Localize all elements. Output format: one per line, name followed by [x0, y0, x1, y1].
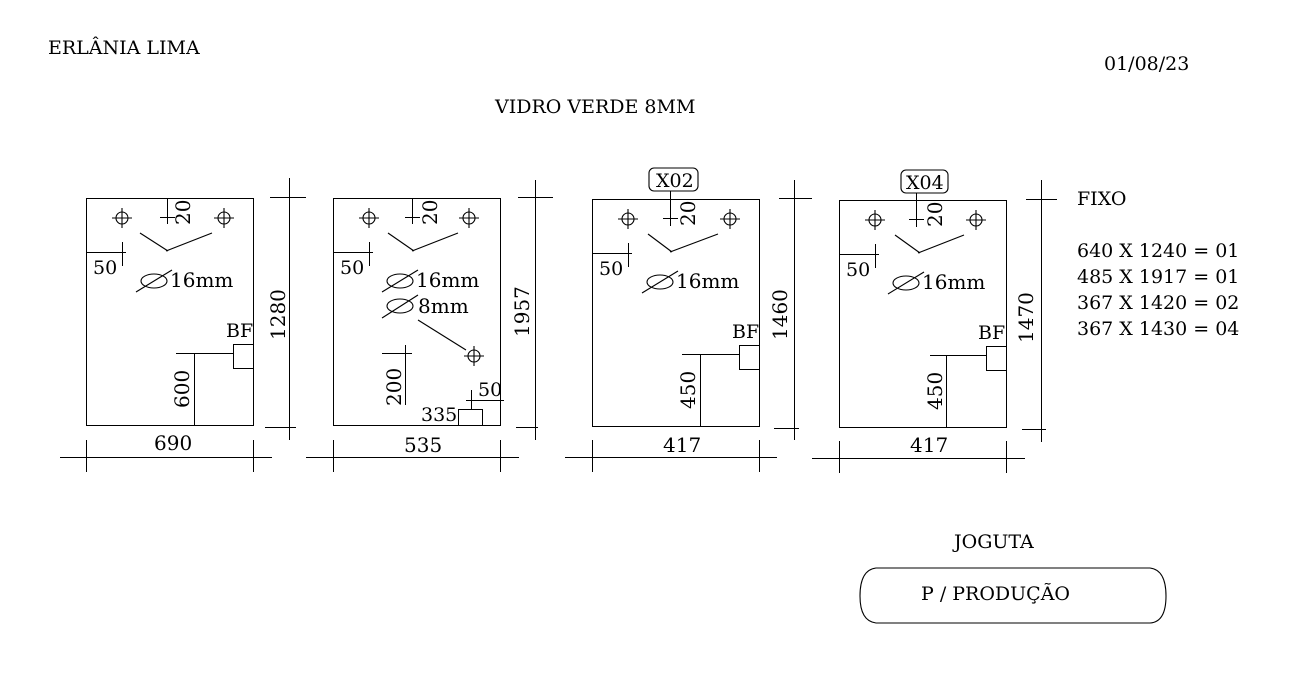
lock-height-label: 450 [676, 371, 700, 409]
hole-icon [214, 208, 234, 228]
date-label: 01/08/23 [1104, 53, 1189, 75]
fixed-list-item: 640 X 1240 = 01 [1077, 240, 1239, 262]
hole-diameter-label: 16mm [676, 269, 739, 293]
hole-icon [112, 208, 132, 228]
hole-spacing-label: 20 [923, 202, 947, 227]
lock-label: BF [978, 322, 1005, 344]
hole-spacing-label: 20 [418, 200, 442, 225]
fixed-list-item: 485 X 1917 = 01 [1077, 266, 1239, 288]
lock-label: BF [226, 320, 253, 342]
tag-badge [900, 169, 949, 194]
hole-icon [720, 209, 740, 229]
client-name: ERLÂNIA LIMA [48, 36, 200, 59]
small-hole-diameter-label: 8mm [418, 294, 469, 318]
hole-spacing-label: 20 [676, 201, 700, 226]
lock-height-label: 600 [170, 370, 194, 408]
tag-badge [648, 167, 699, 192]
width-dimension-label: 417 [910, 433, 948, 457]
hole-diameter-label: 16mm [170, 268, 233, 292]
edge-offset-label: 50 [846, 259, 870, 281]
lock-height-label: 200 [382, 368, 406, 406]
glass-panel-2: 20 50 16mm 8mm 200 50 335 1957 535 [306, 180, 553, 472]
height-dimension-label: 1460 [768, 289, 792, 340]
height-dimension-label: 1280 [266, 289, 290, 340]
glass-panel-3: X02 20 50 16mm BF 450 1460 417 [565, 167, 812, 472]
lock-height-label: 450 [923, 372, 947, 410]
hole-icon [359, 208, 379, 228]
hole-icon [464, 346, 484, 366]
height-dimension-label: 1957 [510, 286, 534, 337]
hole-icon [618, 209, 638, 229]
height-dimension-label: 1470 [1014, 292, 1038, 343]
production-button[interactable]: P / PRODUÇÃO [859, 567, 1167, 624]
edge-offset-label: 50 [340, 257, 364, 279]
edge-offset-label: 50 [93, 257, 117, 279]
production-button-label: P / PRODUÇÃO [921, 583, 1070, 605]
width-dimension-label: 535 [404, 433, 442, 457]
hole-spacing-label: 20 [171, 200, 195, 225]
hole-icon [966, 210, 986, 230]
hole-diameter-label: 16mm [416, 268, 479, 292]
glass-panel-1: 20 50 16mm BF 600 1280 690 [60, 178, 306, 472]
width-dimension-label: 417 [663, 433, 701, 457]
hole-icon [459, 208, 479, 228]
fixed-panels-list: FIXO 640 X 1240 = 01 485 X 1917 = 01 367… [1077, 188, 1239, 340]
fixed-list-title: FIXO [1077, 188, 1126, 210]
hole-diameter-label: 16mm [922, 270, 985, 294]
bottom-width-label: 335 [421, 404, 457, 426]
footer-label: JOGUTA [952, 531, 1034, 553]
material-title: VIDRO VERDE 8MM [494, 96, 695, 118]
bottom-offset-label: 50 [478, 379, 502, 401]
edge-offset-label: 50 [599, 258, 623, 280]
glass-panel-4: X04 20 50 16mm BF 450 1470 417 [812, 169, 1057, 473]
width-dimension-label: 690 [154, 431, 192, 455]
fixed-list-item: 367 X 1430 = 04 [1077, 318, 1239, 340]
hole-icon [865, 210, 885, 230]
lock-label: BF [732, 321, 759, 343]
tag-label: X02 [656, 170, 694, 192]
fixed-list-item: 367 X 1420 = 02 [1077, 292, 1239, 314]
tag-label: X04 [906, 172, 944, 194]
